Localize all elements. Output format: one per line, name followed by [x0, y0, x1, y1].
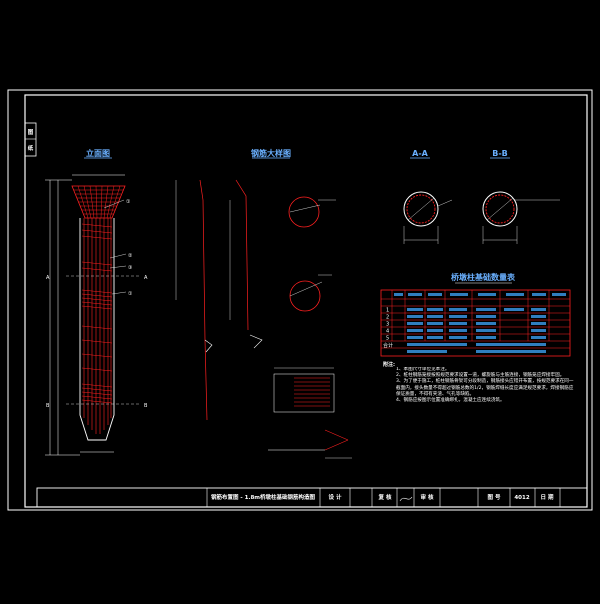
drawing-no-value: 4012: [514, 495, 529, 501]
note-item-4: 4、钢筋应按图示位置准确绑扎，混凝土应连续浇筑。: [396, 398, 505, 404]
check-label: 复 核: [378, 493, 392, 501]
callout-3: ③: [128, 265, 132, 271]
section-aa-bars: [406, 194, 436, 224]
callout-1b: ①: [128, 291, 133, 297]
section-a-marker-left: A: [46, 275, 50, 281]
spiral-detail-lower: [289, 280, 321, 312]
pile-body-outline: [79, 218, 115, 441]
callout-1: ①: [126, 199, 131, 205]
rebar-detail-title: 钢筋大样图: [251, 148, 291, 158]
pile-cap-outline: [71, 185, 126, 219]
section-bb-view: [482, 191, 560, 244]
date-label: 日 期: [541, 493, 554, 501]
table-frame: [380, 289, 571, 357]
signature-mark: [399, 496, 413, 502]
notes-section: 附注: 1、本图尺寸单位见本注。 2、桩柱钢筋笼接按照规范要求设置一道，螺旋筋与…: [383, 361, 574, 404]
table-row-no: 2: [386, 315, 389, 321]
review-label: 审 核: [421, 493, 434, 501]
section-bb-title: B-B: [492, 149, 508, 158]
note-item-3: 3、为了便于施工，桩柱钢筋骨架可分段制造，钢筋接头应错开布置，按规范要求在同一截…: [396, 379, 574, 397]
table-title: 桥墩柱基础数量表: [451, 272, 516, 282]
side-label-box: [24, 122, 37, 157]
pile-spiral-bands: [81, 223, 113, 404]
note-item-1: 1、本图尺寸单位见本注。: [396, 367, 450, 372]
callout-2: ②: [128, 253, 133, 259]
table-row-no: 5: [386, 336, 389, 342]
rebar-detail-view: [175, 179, 352, 459]
section-bb-bars: [485, 194, 515, 224]
stirrup-detail-box: [273, 373, 335, 413]
section-bb-outer: [482, 191, 518, 227]
rebar-shape-2: [235, 179, 249, 331]
drawing-title: 钢筋布置图 - 1.8m桥墩柱基础钢筋构造图: [211, 493, 316, 501]
design-label: 设 计: [329, 493, 342, 501]
section-aa-view: [403, 191, 453, 244]
section-b-marker-left: B: [46, 403, 50, 409]
elevation-view-title: 立面图: [86, 148, 110, 158]
section-a-marker-right: A: [144, 275, 148, 281]
notes-heading: 附注:: [383, 361, 395, 368]
spiral-detail-upper: [288, 196, 320, 228]
section-b-marker-right: B: [144, 403, 148, 409]
table-row-no: 4: [386, 329, 389, 335]
side-label-1: 图: [28, 128, 34, 136]
title-block: 钢筋布置图 - 1.8m桥墩柱基础钢筋构造图 设 计 复 核 审 核 图 号 4…: [36, 487, 588, 508]
table-row-no: 1: [386, 308, 389, 314]
section-aa-outer: [403, 191, 439, 227]
table-total-label: 合计: [383, 342, 393, 349]
drawing-no-label: 图 号: [488, 493, 501, 501]
table-row-no: 3: [386, 322, 389, 328]
rebar-shape-1: [199, 179, 208, 421]
table-grid: [381, 290, 570, 349]
section-aa-title: A-A: [412, 149, 429, 158]
quantity-table: 桥墩柱基础数量表: [380, 272, 571, 357]
note-item-2: 2、桩柱钢筋笼接按照规范要求设置一道，螺旋筋与主筋连接，钢筋笼应焊接牢固。: [396, 373, 565, 379]
pile-cap-mesh: [74, 185, 123, 219]
sheet-outer-border: [7, 89, 593, 511]
elevation-view: A A B B ① ② ③ ①: [45, 174, 148, 456]
table-cell-values: [394, 293, 566, 353]
side-label-2: 纸: [28, 144, 34, 152]
